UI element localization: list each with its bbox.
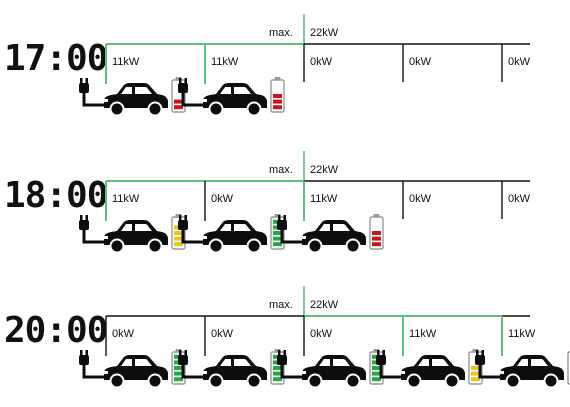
battery-segment: [273, 371, 282, 376]
slot-2: 0kW: [178, 316, 285, 389]
slot-power-label: 11kW: [508, 328, 536, 340]
slot-5: 0kW: [501, 44, 531, 82]
battery-segment: [273, 242, 282, 247]
slot-3: 0kW: [277, 316, 384, 389]
slot-2: 0kW: [178, 181, 285, 254]
plug-icon: [277, 350, 302, 379]
time-label: 20:00: [4, 310, 107, 351]
battery-segment: [273, 105, 282, 110]
battery-segment: [372, 225, 381, 230]
scenario-2000: 20:00 max. 22kW 0kW 0kW 0kW 11kW 11kW: [4, 286, 570, 389]
plug-icon: [178, 78, 203, 107]
battery-segment: [372, 371, 381, 376]
plug-icon: [79, 350, 104, 379]
battery-segment: [174, 99, 183, 104]
battery-segment: [471, 366, 480, 370]
slot-power-label: 11kW: [112, 193, 140, 205]
battery-segment: [372, 377, 381, 382]
time-label: 17:00: [4, 38, 107, 79]
plug-icon: [178, 350, 203, 379]
slot-4: 0kW: [402, 44, 432, 82]
car-icon: [104, 220, 168, 254]
battery-segment: [372, 236, 381, 241]
slot-power-label: 0kW: [310, 56, 333, 68]
battery-segment: [174, 371, 183, 376]
plug-icon: [178, 215, 203, 244]
plug-icon: [277, 215, 302, 244]
battery-icon: [270, 77, 285, 113]
car-icon: [500, 355, 564, 389]
car-icon: [302, 355, 366, 389]
car-icon: [104, 83, 168, 117]
car-icon: [104, 355, 168, 389]
battery-segment: [174, 236, 183, 241]
slot-power-label: 0kW: [508, 56, 531, 68]
slot-power-label: 0kW: [310, 328, 333, 340]
battery-segment: [471, 377, 480, 382]
battery-segment: [273, 377, 282, 382]
max-label: max.: [269, 299, 293, 311]
battery-segment: [273, 231, 282, 235]
slot-power-label: 0kW: [409, 193, 432, 205]
battery-segment: [372, 242, 381, 247]
slot-4: 0kW: [402, 181, 432, 219]
car-icon: [203, 83, 267, 117]
slot-power-label: 0kW: [409, 56, 432, 68]
slot-2: 11kW: [178, 44, 285, 117]
battery-segment: [372, 366, 381, 370]
scenario-1700: 17:00 max. 22kW 11kW 11kW 0kW 0kW 0kW: [4, 14, 531, 117]
plug-icon: [376, 350, 401, 379]
scenario-1800: 18:00 max. 22kW 11kW 0kW 11kW 0kW 0kW: [4, 151, 531, 254]
car-icon: [302, 220, 366, 254]
battery-segment: [471, 371, 480, 376]
battery-segment: [273, 366, 282, 370]
slot-3: 11kW: [277, 181, 384, 254]
plug-icon: [475, 350, 500, 379]
battery-segment: [372, 231, 381, 235]
slot-power-label: 11kW: [211, 56, 239, 68]
battery-segment: [174, 231, 183, 235]
slot-power-label: 0kW: [508, 193, 531, 205]
battery-segment: [174, 242, 183, 247]
battery-segment: [273, 82, 282, 87]
slot-5: 0kW: [501, 181, 531, 219]
time-label: 18:00: [4, 175, 107, 216]
max-label: max.: [269, 27, 293, 39]
battery-icon: [369, 214, 384, 250]
plug-icon: [79, 78, 104, 107]
slot-power-label: 0kW: [211, 328, 234, 340]
slot-4: 11kW: [376, 316, 483, 389]
battery-segment: [174, 94, 183, 98]
max-value: 22kW: [310, 299, 339, 311]
battery-segment: [273, 236, 282, 241]
car-icon: [203, 355, 267, 389]
battery-segment: [273, 88, 282, 93]
slot-power-label: 11kW: [112, 56, 140, 68]
slot-power-label: 0kW: [211, 193, 234, 205]
battery-segment: [372, 219, 381, 224]
slot-power-label: 11kW: [310, 193, 338, 205]
battery-segment: [174, 366, 183, 370]
battery-segment: [273, 94, 282, 98]
battery-segment: [273, 99, 282, 104]
max-label: max.: [269, 164, 293, 176]
slot-5: 11kW: [475, 316, 570, 389]
max-value: 22kW: [310, 164, 339, 176]
car-icon: [401, 355, 465, 389]
max-value: 22kW: [310, 27, 339, 39]
battery-segment: [174, 377, 183, 382]
slot-power-label: 0kW: [112, 328, 135, 340]
car-icon: [203, 220, 267, 254]
plug-icon: [79, 215, 104, 244]
slot-3: 0kW: [303, 44, 333, 82]
battery-segment: [174, 105, 183, 110]
slot-power-label: 11kW: [409, 328, 437, 340]
